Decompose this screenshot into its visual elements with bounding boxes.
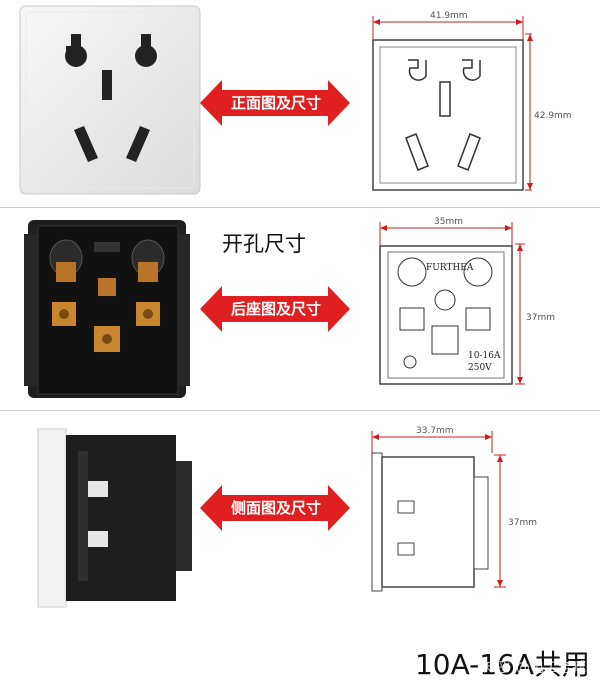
compatibility-footer: 10A-16A共用 bbox=[414, 648, 590, 681]
side-height-label: 37mm bbox=[508, 518, 537, 528]
back-view-section: 开孔尺寸 后座图及尺寸 35mm 37mm FURTHEA 10-16A 250… bbox=[0, 208, 600, 408]
back-rating-current: 10-16A bbox=[468, 351, 501, 361]
back-arrow bbox=[200, 286, 350, 332]
front-arrow bbox=[200, 80, 350, 126]
back-height-label: 37mm bbox=[526, 313, 555, 323]
back-arrow-label: 后座图及尺寸 bbox=[230, 300, 321, 318]
back-width-label: 35mm bbox=[434, 217, 463, 227]
front-height-label: 42.9mm bbox=[534, 111, 572, 121]
back-brand-label: FURTHEA bbox=[426, 263, 474, 273]
side-arrow-label: 侧面图及尺寸 bbox=[230, 499, 321, 517]
side-arrow bbox=[200, 485, 350, 531]
front-dimension-drawing: 41.9mm 42.9mm bbox=[372, 11, 572, 191]
section-divider-2 bbox=[0, 410, 600, 411]
back-rating-voltage: 250V bbox=[468, 363, 492, 373]
side-width-label: 33.7mm bbox=[416, 426, 454, 436]
front-width-label: 41.9mm bbox=[430, 11, 468, 21]
side-socket-photo bbox=[37, 428, 192, 608]
source-watermark: 知乎 @电工老臧 bbox=[483, 660, 586, 676]
front-socket-photo bbox=[19, 5, 201, 195]
back-socket-photo bbox=[24, 220, 190, 398]
front-arrow-label: 正面图及尺寸 bbox=[230, 94, 321, 112]
front-view-section: 正面图及尺寸 41.9mm 42.9mm bbox=[0, 0, 600, 205]
side-view-section: 侧面图及尺寸 33.7mm 37mm bbox=[0, 411, 600, 641]
back-dimension-drawing: 35mm 37mm FURTHEA 10-16A 250V bbox=[379, 217, 555, 385]
cutout-size-label: 开孔尺寸 bbox=[222, 232, 306, 256]
side-dimension-drawing: 33.7mm 37mm bbox=[371, 426, 537, 592]
section-divider-1 bbox=[0, 207, 600, 208]
